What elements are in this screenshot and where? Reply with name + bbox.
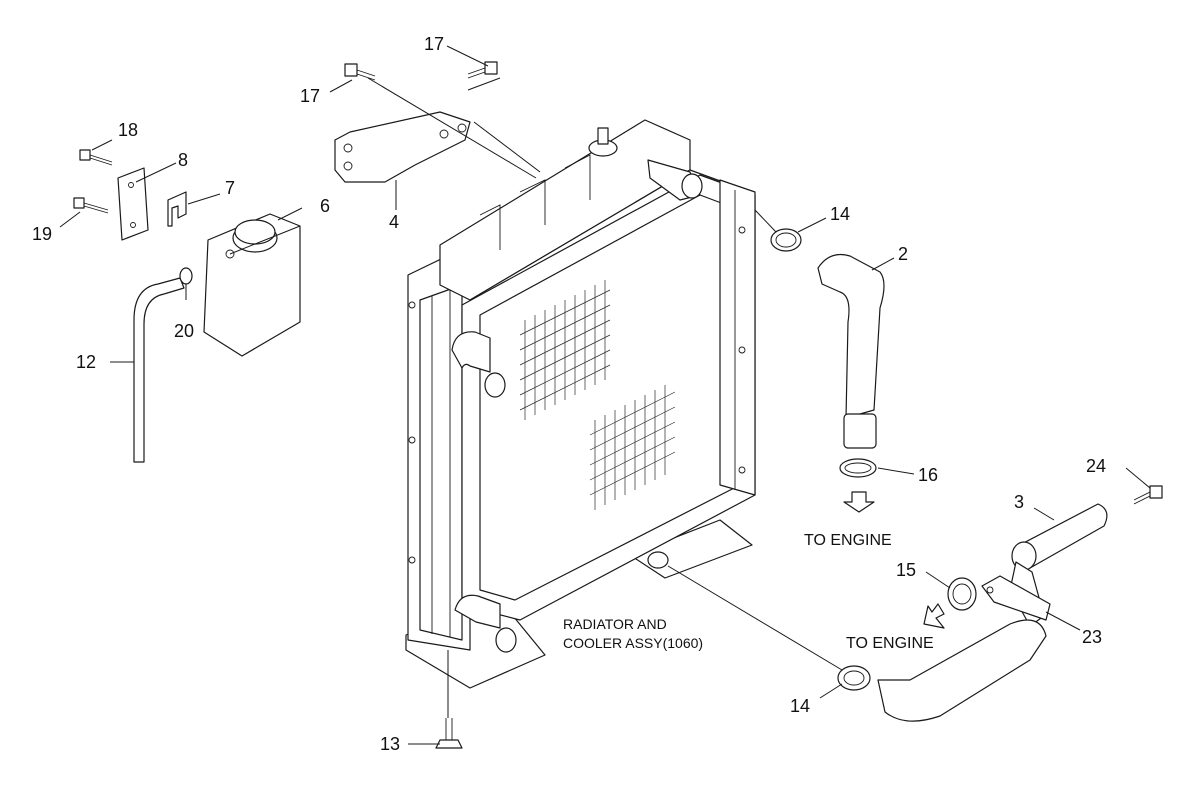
- callout-24: 24: [1086, 456, 1106, 476]
- callout-2: 2: [898, 244, 908, 264]
- clamp-part-16: [839, 458, 877, 478]
- core-mesh-upper: [519, 280, 611, 420]
- callout-3: 3: [1014, 492, 1024, 512]
- bolt-part-13: [435, 718, 463, 749]
- note-to-engine-upper: TO ENGINE: [804, 532, 892, 549]
- bolt-part-19: [73, 197, 109, 214]
- callout-16: 16: [918, 465, 938, 485]
- bolt-part-18: [79, 149, 113, 166]
- lower-hose: [877, 619, 1047, 722]
- arrow-down-left-icon: [923, 603, 945, 629]
- callout-17-top: 17: [424, 34, 444, 54]
- reservoir-tank-part-6: [203, 213, 301, 357]
- note-to-engine-lower: TO ENGINE: [846, 635, 934, 652]
- callout-20: 20: [174, 321, 194, 341]
- note-assy-line1: RADIATOR AND: [563, 616, 667, 632]
- leader-lines: [59, 45, 1151, 745]
- callout-6: 6: [320, 196, 330, 216]
- callout-14-upper: 14: [830, 204, 850, 224]
- callout-13: 13: [380, 734, 400, 754]
- plate-part-8: [117, 167, 149, 241]
- clamp-part-20: [179, 267, 193, 285]
- callout-4: 4: [389, 212, 399, 232]
- bracket-part-4: [334, 111, 471, 183]
- note-assy-line2: COOLER ASSY(1060): [563, 635, 703, 651]
- hose-part-12: [133, 277, 185, 463]
- arrow-down-icon: [843, 491, 875, 513]
- clamp-part-14-upper: [770, 228, 802, 252]
- callout-23: 23: [1082, 627, 1102, 647]
- callout-14-lower: 14: [790, 696, 810, 716]
- callouts: 2 3 4 6 7 8 12 13 14 14 15 16 17 17 18 1…: [32, 34, 1106, 754]
- bolt-part-17-right: [467, 61, 498, 79]
- clip-part-7: [167, 191, 187, 227]
- callout-7: 7: [225, 178, 235, 198]
- callout-8: 8: [178, 150, 188, 170]
- callout-12: 12: [76, 352, 96, 372]
- core-mesh-lower: [589, 385, 676, 510]
- clamp-part-15: [947, 577, 977, 611]
- bolt-part-17-left: [344, 63, 376, 81]
- notes: TO ENGINE TO ENGINE RADIATOR AND COOLER …: [563, 532, 934, 652]
- callout-18: 18: [118, 120, 138, 140]
- bolt-part-24: [1133, 485, 1163, 505]
- callout-19: 19: [32, 224, 52, 244]
- clamp-part-14-lower: [837, 665, 871, 691]
- upper-hose-part-2: [817, 253, 885, 449]
- radiator-assembly: [405, 119, 756, 689]
- callout-17-left: 17: [300, 86, 320, 106]
- callout-15: 15: [896, 560, 916, 580]
- band-part-23: [981, 575, 1051, 621]
